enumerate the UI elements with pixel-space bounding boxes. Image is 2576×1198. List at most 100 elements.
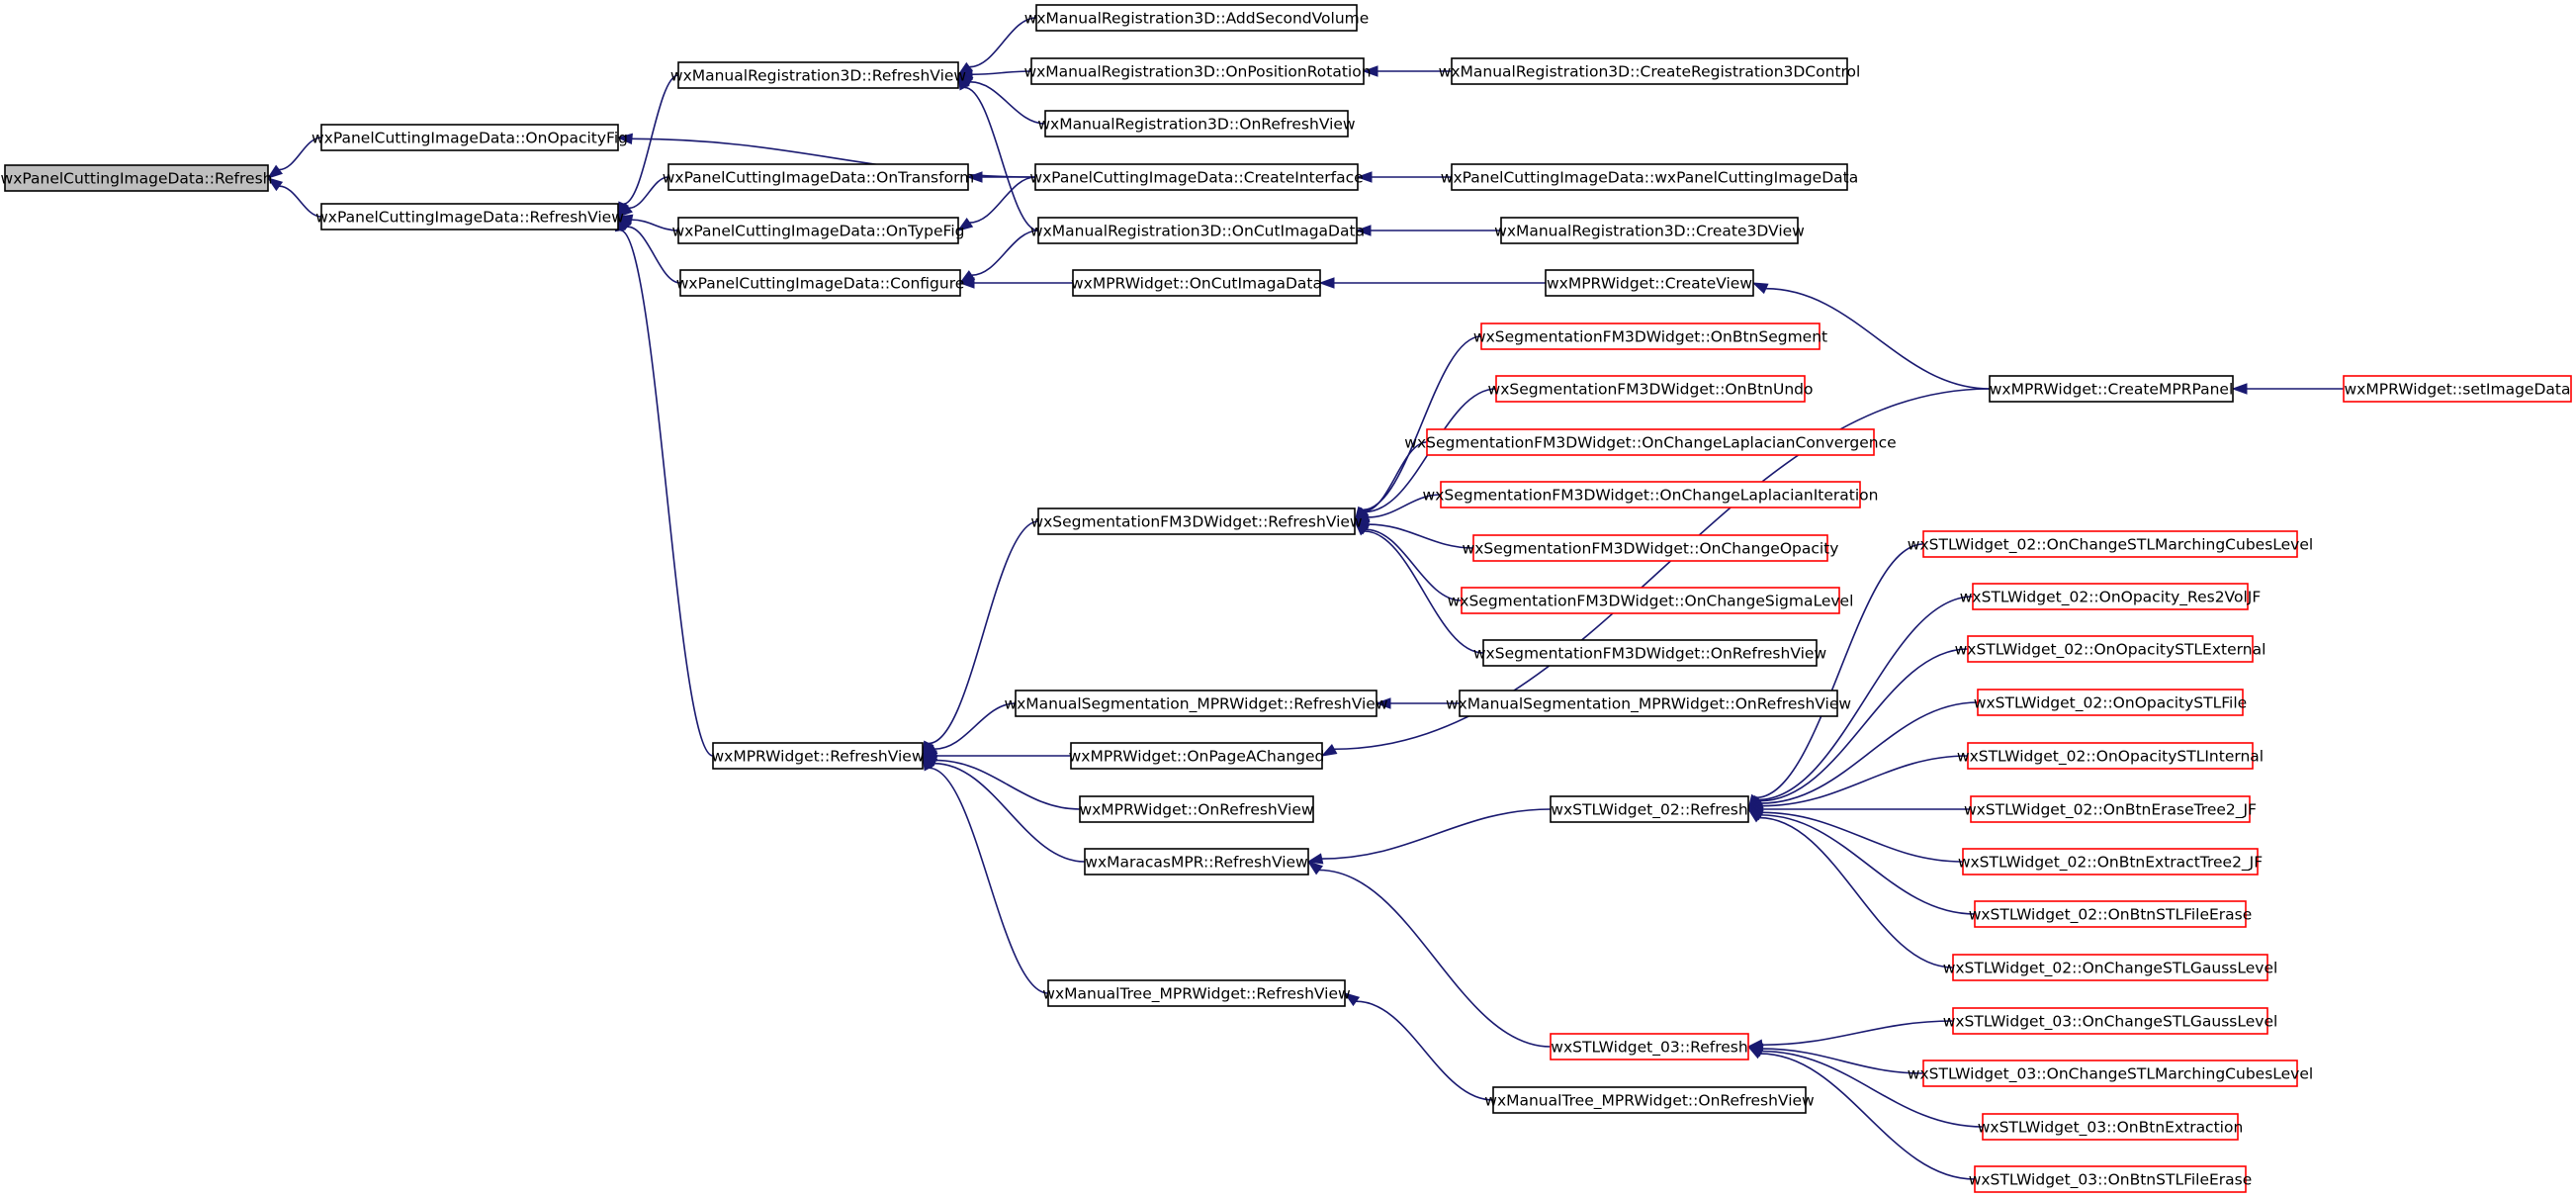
function-node[interactable]: wxMPRWidget::OnRefreshView xyxy=(1079,795,1314,823)
function-node[interactable]: wxPanelCuttingImageData::CreateInterface xyxy=(1029,163,1364,191)
function-node[interactable]: wxSTLWidget_02::OnOpacitySTLExternal xyxy=(1955,635,2266,663)
function-node[interactable]: wxSTLWidget_02::OnChangeSTLGaussLevel xyxy=(1943,954,2278,981)
edge-line xyxy=(1761,1048,1924,1074)
node-box xyxy=(1952,1007,2268,1035)
arrowhead xyxy=(1751,282,1769,295)
function-node[interactable]: wxSTLWidget_02::OnOpacitySTLInternal xyxy=(1957,742,2264,770)
node-box xyxy=(1451,57,1848,85)
node-label: wxManualRegistration3D::Create3DView xyxy=(1494,223,1805,240)
node-box xyxy=(1550,795,1749,823)
root-function-node[interactable]: wxPanelCuttingImageData::Refresh xyxy=(1,164,273,192)
function-node[interactable]: wxSTLWidget_02::OnBtnSTLFileErase xyxy=(1969,900,2253,928)
function-node[interactable]: wxMPRWidget::CreateMPRPanel xyxy=(1989,375,2234,403)
function-node[interactable]: wxPanelCuttingImageData::wxPanelCuttingI… xyxy=(1441,163,1858,191)
call-edge xyxy=(1318,277,1547,289)
node-box xyxy=(320,203,619,230)
arrowhead xyxy=(2231,383,2248,395)
node-label: wxSegmentationFM3DWidget::OnBtnUndo xyxy=(1488,381,1814,399)
edge-line xyxy=(969,17,1037,68)
node-label: wxManualSegmentation_MPRWidget::OnRefres… xyxy=(1446,695,1851,714)
node-label: wxSTLWidget_02::OnBtnEraseTree2_JF xyxy=(1964,801,2257,820)
node-box xyxy=(1079,795,1314,823)
edge-line xyxy=(1366,528,1463,601)
function-node[interactable]: wxSTLWidget_02::OnOpacity_Res2VolJF xyxy=(1960,583,2262,610)
function-node[interactable]: wxManualRegistration3D::OnRefreshView xyxy=(1037,110,1356,138)
node-box xyxy=(1922,530,2298,558)
function-node[interactable]: wxSegmentationFM3DWidget::OnRefreshView xyxy=(1473,639,1827,667)
function-node[interactable]: wxSegmentationFM3DWidget::OnBtnSegment xyxy=(1473,323,1827,350)
node-label: wxSTLWidget_02::OnOpacitySTLExternal xyxy=(1955,641,2266,660)
function-node[interactable]: wxSegmentationFM3DWidget::OnChangeLaplac… xyxy=(1423,481,1879,508)
function-node[interactable]: wxSTLWidget_02::OnBtnEraseTree2_JF xyxy=(1964,795,2257,823)
node-label: wxSTLWidget_02::OnOpacitySTLInternal xyxy=(1957,748,2264,767)
function-node[interactable]: wxSTLWidget_03::OnChangeSTLMarchingCubes… xyxy=(1908,1060,2313,1087)
function-node[interactable]: wxManualSegmentation_MPRWidget::OnRefres… xyxy=(1446,690,1851,717)
node-label: wxManualRegistration3D::OnCutImagaData xyxy=(1030,223,1365,240)
node-label: wxManualTree_MPRWidget::RefreshView xyxy=(1042,985,1351,1004)
function-node[interactable]: wxMPRWidget::setImageData xyxy=(2343,375,2572,403)
function-node[interactable]: wxManualSegmentation_MPRWidget::RefreshV… xyxy=(1004,690,1388,717)
function-node[interactable]: wxSTLWidget_03::Refresh xyxy=(1550,1033,1749,1060)
function-node[interactable]: wxPanelCuttingImageData::OnTransform xyxy=(663,163,975,191)
function-node[interactable]: wxSegmentationFM3DWidget::OnBtnUndo xyxy=(1488,375,1814,403)
edge-line xyxy=(929,520,1039,745)
function-node[interactable]: wxSegmentationFM3DWidget::RefreshView xyxy=(1030,507,1363,535)
edge-line xyxy=(1368,523,1474,549)
function-node[interactable]: wxManualRegistration3D::CreateRegistrati… xyxy=(1439,57,1861,85)
edge-line xyxy=(1761,1050,1984,1128)
call-edge xyxy=(616,176,669,218)
arrowhead xyxy=(1306,853,1324,865)
function-node[interactable]: wxManualTree_MPRWidget::RefreshView xyxy=(1042,979,1351,1007)
function-node[interactable]: wxSegmentationFM3DWidget::OnChangeOpacit… xyxy=(1463,534,1839,562)
edge-line xyxy=(1760,1053,1976,1180)
node-label: wxPanelCuttingImageData::wxPanelCuttingI… xyxy=(1441,169,1858,187)
function-node[interactable]: wxManualRegistration3D::RefreshView xyxy=(670,61,967,89)
function-node[interactable]: wxManualRegistration3D::OnCutImagaData xyxy=(1030,217,1365,244)
function-node[interactable]: wxMPRWidget::OnPageAChanged xyxy=(1069,742,1325,770)
node-box xyxy=(1952,954,2268,981)
node-layer: wxPanelCuttingImageData::RefreshwxPanelC… xyxy=(1,4,2572,1193)
call-edge xyxy=(1746,808,1954,968)
node-box xyxy=(1035,4,1358,32)
function-node[interactable]: wxPanelCuttingImageData::Configure xyxy=(676,269,965,297)
function-node[interactable]: wxPanelCuttingImageData::OnOpacityFig xyxy=(311,124,628,151)
call-edge xyxy=(958,230,1039,284)
call-edge xyxy=(957,73,1039,231)
function-node[interactable]: wxSegmentationFM3DWidget::OnChangeSigmaL… xyxy=(1448,587,1854,614)
node-box xyxy=(712,742,924,770)
function-node[interactable]: wxSTLWidget_03::OnChangeSTLGaussLevel xyxy=(1943,1007,2278,1035)
function-node[interactable]: wxMaracasMPR::RefreshView xyxy=(1084,848,1309,875)
function-node[interactable]: wxSTLWidget_02::OnBtnExtractTree2_JF xyxy=(1958,848,2263,875)
edge-line xyxy=(964,86,1039,231)
function-node[interactable]: wxMPRWidget::OnCutImagaData xyxy=(1071,269,1322,297)
edge-line xyxy=(1765,287,1991,390)
arrowhead xyxy=(1375,697,1391,709)
function-node[interactable]: wxManualRegistration3D::AddSecondVolume xyxy=(1024,4,1370,32)
function-node[interactable]: wxSTLWidget_02::OnChangeSTLMarchingCubes… xyxy=(1908,530,2313,558)
function-node[interactable]: wxPanelCuttingImageData::OnTypeFig xyxy=(672,217,965,244)
edge-line xyxy=(1334,388,1991,751)
function-node[interactable]: wxManualRegistration3D::OnPositionRotati… xyxy=(1023,57,1372,85)
edge-line xyxy=(929,767,1049,994)
node-label: wxMaracasMPR::RefreshView xyxy=(1085,854,1308,872)
function-node[interactable]: wxSTLWidget_03::OnBtnExtraction xyxy=(1978,1113,2244,1141)
node-label: wxManualSegmentation_MPRWidget::RefreshV… xyxy=(1004,695,1387,714)
function-node[interactable]: wxSTLWidget_02::OnOpacitySTLFile xyxy=(1974,689,2247,716)
function-node[interactable]: wxSTLWidget_02::Refresh xyxy=(1550,795,1749,823)
node-label: wxPanelCuttingImageData::RefreshView xyxy=(315,209,624,227)
function-node[interactable]: wxMPRWidget::RefreshView xyxy=(711,742,925,770)
call-edge xyxy=(1306,861,1552,1048)
node-label: wxSegmentationFM3DWidget::OnChangeLaplac… xyxy=(1423,487,1879,505)
node-label: wxSegmentationFM3DWidget::OnChangeOpacit… xyxy=(1463,540,1839,558)
edge-line xyxy=(1356,1000,1494,1101)
function-node[interactable]: wxMPRWidget::CreateView xyxy=(1545,269,1754,297)
node-box xyxy=(1545,269,1754,297)
arrowhead xyxy=(1318,277,1335,289)
node-label: wxMPRWidget::OnPageAChanged xyxy=(1069,748,1325,766)
function-node[interactable]: wxPanelCuttingImageData::RefreshView xyxy=(315,203,624,230)
function-node[interactable]: wxSTLWidget_03::OnBtnSTLFileErase xyxy=(1969,1165,2253,1193)
function-node[interactable]: wxSegmentationFM3DWidget::OnChangeLaplac… xyxy=(1404,428,1897,456)
node-box xyxy=(1922,1060,2298,1087)
function-node[interactable]: wxManualRegistration3D::Create3DView xyxy=(1494,217,1805,244)
function-node[interactable]: wxManualTree_MPRWidget::OnRefreshView xyxy=(1484,1086,1815,1114)
